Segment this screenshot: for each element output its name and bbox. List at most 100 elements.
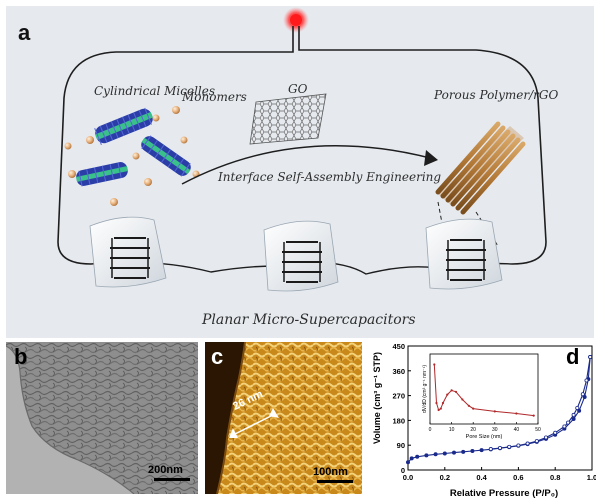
desorption-point [525, 441, 530, 446]
inset-frame [429, 353, 539, 425]
schematic-drawing: a [18, 7, 547, 292]
adsorption-point [470, 448, 475, 453]
panel-b-scalebar: 200nm [148, 464, 183, 476]
y-tick-label: 0 [401, 466, 405, 475]
adsorption-point [571, 417, 576, 422]
adsorption-point [415, 454, 420, 459]
adsorption-point [452, 450, 457, 455]
x-tick-labels: 0.0 0.2 0.4 0.6 0.8 1.0 [403, 473, 596, 482]
pore-size-point [461, 398, 464, 401]
label-planar-devices: Planar Micro-Supercapacitors [202, 312, 416, 328]
y-tick-label: 270 [392, 392, 405, 401]
adsorption-point [406, 460, 411, 465]
inset-x-tick-label: 20 [470, 427, 476, 433]
panel-c-afm-image: c 100nm 26 nm [205, 342, 362, 494]
circuit-wire-left [57, 26, 294, 265]
adsorption-point [442, 451, 447, 456]
cylindrical-micelles [76, 107, 191, 187]
desorption-point [516, 443, 521, 448]
circuit-wire-right [298, 26, 547, 265]
adsorption-point [577, 408, 582, 413]
desorption-point [534, 439, 539, 444]
plot-frame [407, 345, 593, 471]
adsorption-point [479, 448, 484, 453]
inset-x-tick-label: 30 [492, 427, 498, 433]
label-interface-assembly: Interface Self-Assembly Engineering [218, 170, 442, 184]
desorption-point [507, 444, 512, 449]
x-tick-label: 0.0 [403, 473, 413, 482]
adsorption-point [582, 394, 587, 399]
isotherm-series [406, 355, 593, 465]
desorption-point [584, 378, 589, 383]
desorption-point [543, 435, 548, 440]
pore-size-point [532, 414, 535, 417]
tem-micrograph [6, 342, 198, 494]
pore-size-point [433, 363, 436, 366]
panel-a-letter: a [18, 20, 31, 45]
pore-size-point [493, 410, 496, 413]
pore-size-point [435, 401, 438, 405]
monomer-particles [64, 106, 200, 206]
inset-x-tick-label: 40 [514, 427, 520, 433]
adsorption-point [409, 456, 414, 461]
assembly-arrow [181, 144, 431, 185]
y-tick-label: 450 [392, 342, 405, 351]
device-3 [425, 218, 503, 290]
arrow-head [424, 150, 438, 166]
panel-d-letter: d [566, 344, 579, 369]
y-tick-label: 180 [392, 416, 405, 425]
pore-size-point [441, 401, 445, 405]
desorption-point [566, 420, 571, 425]
x-axis-label: Relative Pressure (P/P₀) [450, 488, 558, 498]
desorption-point [580, 392, 585, 397]
label-monomers: Monomers [182, 90, 247, 104]
label-go: GO [288, 82, 308, 96]
panel-b-tem-image: b 200nm [6, 342, 198, 494]
adsorption-point [433, 452, 438, 457]
x-tick-label: 0.8 [550, 473, 560, 482]
desorption-point [588, 355, 593, 360]
label-porous-polymer: Porous Polymer/rGO [434, 88, 559, 102]
panel-a-schematic: a [6, 6, 594, 338]
y-axis-label: Volume (cm³ g⁻¹ STP) [372, 352, 382, 444]
inset-x-label: Pore Size (nm) [466, 434, 503, 440]
pore-size-point [450, 389, 453, 392]
desorption-point [562, 424, 567, 429]
device-2 [263, 220, 339, 292]
pore-size-point [439, 407, 442, 410]
desorption-point [488, 447, 493, 452]
desorption-point [571, 412, 576, 417]
desorption-point [575, 406, 580, 411]
desorption-point [553, 430, 558, 435]
inset-x-tick-label: 0 [429, 427, 432, 433]
inset-y-label: dV/dD (cm³ g⁻¹ nm⁻¹) [422, 365, 428, 413]
panel-b-letter: b [14, 344, 28, 369]
pore-size-point [454, 390, 458, 393]
porous-polymer-rgo [435, 121, 526, 215]
y-tick-label: 360 [392, 367, 405, 376]
x-tick-label: 0.2 [440, 473, 450, 482]
pore-size-point [467, 404, 470, 407]
x-tick-label: 1.0 [587, 473, 596, 482]
pore-size-point [515, 412, 518, 415]
panel-c-scalebar: 100nm [313, 466, 348, 478]
pore-size-point [446, 393, 449, 396]
chart-axes [407, 345, 593, 471]
graphene-oxide-sheet [249, 93, 327, 145]
pore-size-point [437, 408, 440, 412]
inset-x-tick-label: 10 [449, 427, 455, 433]
x-tick-label: 0.6 [513, 473, 523, 482]
label-cylindrical-micelles: Cylindrical Micelles [94, 84, 216, 98]
afm-height-image [205, 342, 362, 494]
device-1 [89, 216, 167, 288]
x-tick-label: 0.4 [476, 473, 487, 482]
adsorption-point [424, 453, 429, 458]
pore-size-point [472, 407, 475, 410]
light-source [290, 14, 302, 26]
inset-x-tick-label: 50 [535, 427, 541, 433]
